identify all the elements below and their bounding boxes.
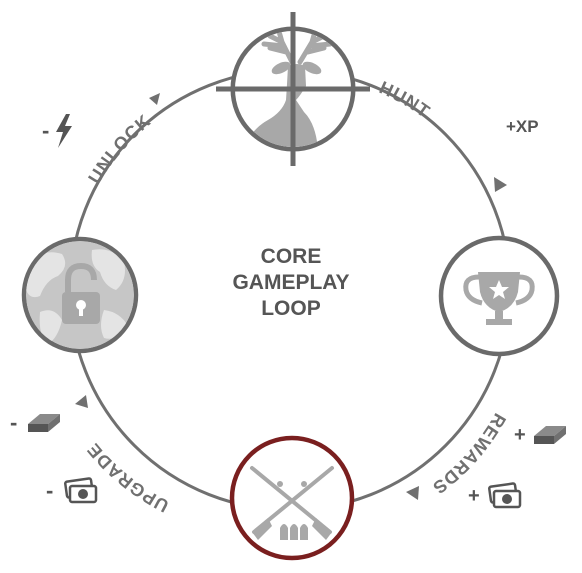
center-title-line1: CORE <box>260 245 322 268</box>
effect-rewards-gold-sign: + <box>514 424 526 446</box>
step-label-hunt: HUNT <box>376 77 434 122</box>
cash-icon <box>64 477 98 504</box>
trophy-icon <box>463 272 535 325</box>
center-title-line3: LOOP <box>261 297 321 320</box>
node-upgrade-rifles <box>229 435 355 561</box>
effect-upgrade-gold-sign: - <box>10 410 17 435</box>
effect-upgrade-cash-sign: - <box>46 478 53 503</box>
effect-hunt-xp: +XP <box>506 117 539 136</box>
center-title-line2: GAMEPLAY <box>232 271 350 294</box>
arrow-hunt-icon <box>494 177 507 192</box>
arrow-upgrade-icon <box>75 395 88 408</box>
cash-icon <box>488 482 522 509</box>
step-label-upgrade: UPGRADE <box>83 439 172 516</box>
globe-padlock-icon <box>26 241 134 349</box>
node-rewards-trophy <box>438 235 560 357</box>
effect-unlock-energy-sign: - <box>42 118 49 143</box>
arrow-rewards-icon <box>406 486 419 500</box>
arrow-unlock-icon <box>149 93 160 105</box>
node-hunt-target <box>216 12 370 166</box>
bullets-icon <box>280 524 308 540</box>
node-unlock-globe <box>21 236 139 354</box>
center-title: CORE GAMEPLAY LOOP <box>191 244 391 322</box>
gold-bar-icon <box>28 414 60 432</box>
gold-bar-icon <box>534 426 566 444</box>
effect-rewards-cash-sign: + <box>468 485 480 507</box>
step-label-unlock: UNLOCK <box>84 110 154 187</box>
crossed-rifles-icon <box>250 466 334 540</box>
lightning-icon <box>56 114 72 148</box>
